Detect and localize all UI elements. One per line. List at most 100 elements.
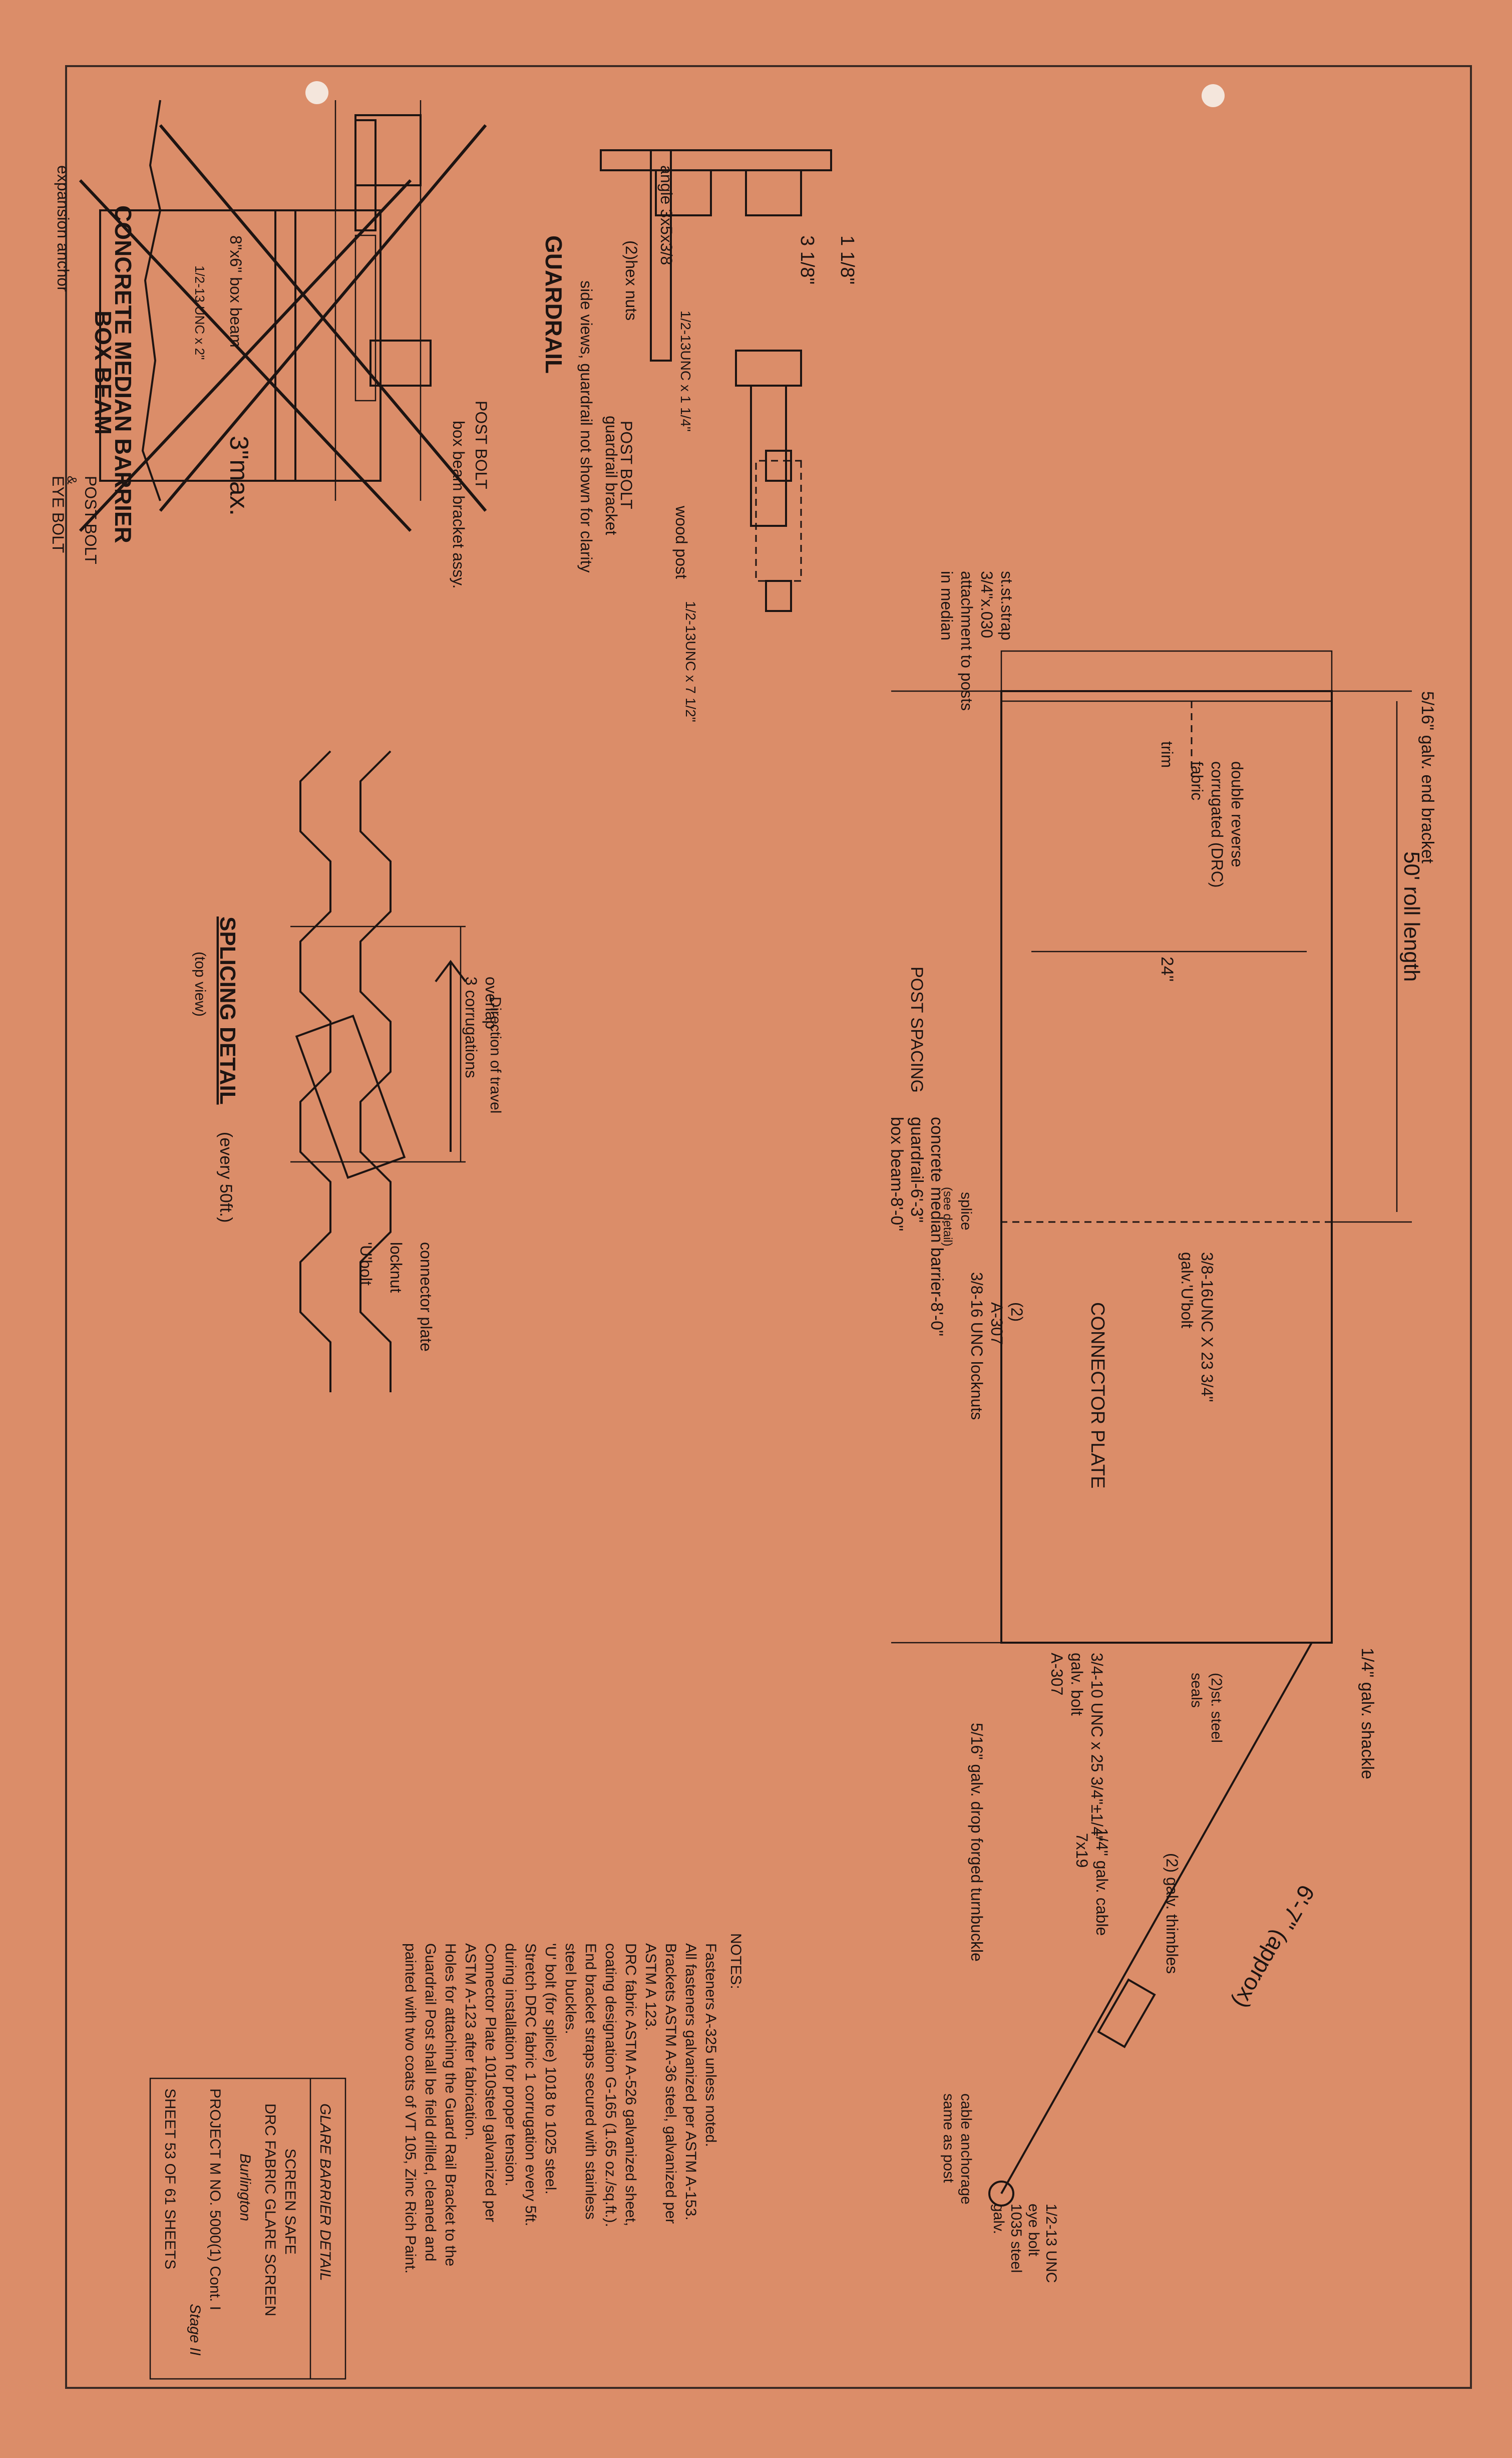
wood-post-bolt [755,460,802,582]
label-top-view: (top view) [192,952,208,1017]
notes-heading: NOTES: [727,1933,744,1989]
fabric-top-edge [359,750,392,1392]
note-line: ASTM A-123 after fabrication. [462,1943,479,2140]
nut [765,580,792,612]
note-line: Holes for attaching the Guard Rail Brack… [442,1943,459,2266]
nut [765,450,792,482]
label-cable: 1/4" galv. cable [1093,1828,1111,1936]
note-line: Guardrail Post shall be field drilled, c… [422,1943,439,2261]
title-block: GLARE BARRIER DETAIL SCREEN SAFE DRC FAB… [149,2077,346,2380]
note-line: Brackets ASTM A-36 steel, galvanized per [662,1943,679,2224]
splicing-detail: overlap 3 corrugations Direction of trav… [192,750,504,1392]
label-bolt-2: galv. bolt [1068,1653,1086,1716]
label-splice: splice [958,1192,974,1231]
label-side-views: side views, guardrail not shown for clar… [577,280,595,572]
label-thimbles: (2) galv. thimbles [1163,1853,1181,1974]
fabric-label-2: corrugated (DRC) [1208,761,1226,888]
concrete-barrier-detail: POST BOLT & EYE BOLT 3"max. expansion an… [49,100,487,564]
fabric-label-1: double reverse [1228,761,1246,867]
tb-stage: Stage II [187,2304,203,2355]
tb-line1: SCREEN SAFE [282,2148,298,2255]
guardrail-detail: 1 1/8" 3 1/8" (2)hex nuts POST BOLT guar… [541,149,858,722]
note-line: 'U' bolt (for splice) 1018 to 1025 steel… [542,1943,559,2195]
fabric-label-3: fabric [1188,761,1206,800]
label-bolt-a: 1/2-13UNC x 1 1/4" [678,311,693,432]
label-bolt-3: A-307 [1048,1653,1066,1695]
connector-plate [295,1014,406,1179]
bracket-plate [274,209,296,482]
post-bolt-shaft [750,385,787,527]
label-attachment: attachment to posts [958,571,976,711]
label-direction: Direction of travel [487,997,504,1113]
label-see-detail: (see detail) [941,1187,954,1247]
label-ps-concrete: concrete median barrier-8'-0" [927,1117,946,1336]
tb-line2: DRC FABRIC GLARE SCREEN [262,2103,278,2316]
dim-1-1-8: 1 1/8" [837,235,858,284]
label-angle: angle 3x5x3/8 [657,165,675,265]
label-ps-boxbeam: box beam-8'-0" [887,1117,906,1231]
label-strap-size: 3/4"x.030 [978,571,996,638]
tb-location: Burlington [237,2154,253,2221]
eye-bolt [988,2181,1014,2207]
ground-line [141,100,162,501]
label-cable-size: 7x19 [1073,1833,1091,1868]
label-wood-post: wood post [672,505,690,579]
hex-nut [745,169,802,216]
box-beam-detail: POST BOLT box beam bracket assy. 8"x6" b… [79,179,490,589]
label-bolt-b: 1/2-13UNC x 7 1/2" [683,601,698,722]
label-in-median: in median [938,571,956,641]
note-line: Fasteners A-325 unless noted. [702,1943,719,2147]
note-line: End bracket straps secured with stainles… [582,1943,599,2220]
turnbuckle [1097,1978,1156,2048]
label-3in-max: 3"max. [224,436,253,516]
label-post-bolt: POST BOLT [617,421,635,509]
dim-3-1-8: 3 1/8" [797,235,818,284]
label-height: 24" [1158,957,1177,982]
note-line: Connector Plate 1010steel galvanized per [482,1943,499,2222]
label-ps-guardrail: guardrail-6'-3" [907,1117,926,1222]
end-bracket [1000,650,1333,702]
angle-leg [600,149,832,171]
bracket-nut [369,340,432,387]
note-line: during installation for proper tension. [502,1943,519,2186]
label-connector-plate: CONNECTOR PLATE [1087,1302,1108,1488]
label-overlap: overlap [482,977,500,1029]
label-seals-2: seals [1188,1673,1205,1708]
bracket-end [735,350,802,387]
label-turnbuckle: 5/16" galv. drop forged turnbuckle [968,1723,986,1962]
guardrail-title: GUARDRAIL [541,235,567,374]
tb-project: PROJECT M NO. 5000(1) Cont. I [207,2088,223,2310]
label-locknut: locknut [387,1242,405,1293]
anchor-plate [354,119,376,231]
label-locknut-2: A-307 [988,1302,1006,1345]
title-block-frame [149,2077,346,2380]
punch-hole [305,81,328,104]
label-eye-bolt-2: eye bolt [1025,2204,1042,2257]
direction-arrowhead [435,960,467,983]
sheet-border [65,65,1472,2389]
angle-flange [650,149,672,362]
note-line: steel buckles. [562,1943,579,2034]
tb-hand-title: GLARE BARRIER DETAIL [317,2103,333,2281]
label-eye-bolt-4: galv. [990,2204,1007,2234]
splicing-title: SPLICING DETAIL [215,916,240,1105]
note-line: Stretch DRC fabric 1 corrugation every 5… [522,1943,539,2226]
box-beam-section [99,209,382,482]
post-bolt-shaft [354,234,376,402]
note-line: DRC fabric ASTM A-526 galvanized sheet, [622,1943,639,2226]
label-u-bolt: 'U'bolt [357,1242,375,1286]
label-approx-length: 6'-7" (approx) [1229,1881,1320,2013]
cable [1000,1642,1313,2194]
label-expansion-anchor: expansion anchor [54,165,72,292]
label-connector-plate: connector plate [417,1242,435,1352]
tb-sheet: SHEET 53 OF 61 SHEETS [162,2088,178,2269]
label-anchorage-1: cable anchorage [958,2093,974,2205]
label-and: & [65,476,80,484]
void-cross-line [159,124,487,512]
label-locknut-3: 3/8-16 UNC locknuts [968,1272,986,1420]
void-cross-line [79,179,412,532]
label-shackle: 1/4" galv. shackle [1358,1648,1377,1779]
label-u-bolt-1: 3/8-16UNC X 23 3/4" [1198,1252,1216,1402]
